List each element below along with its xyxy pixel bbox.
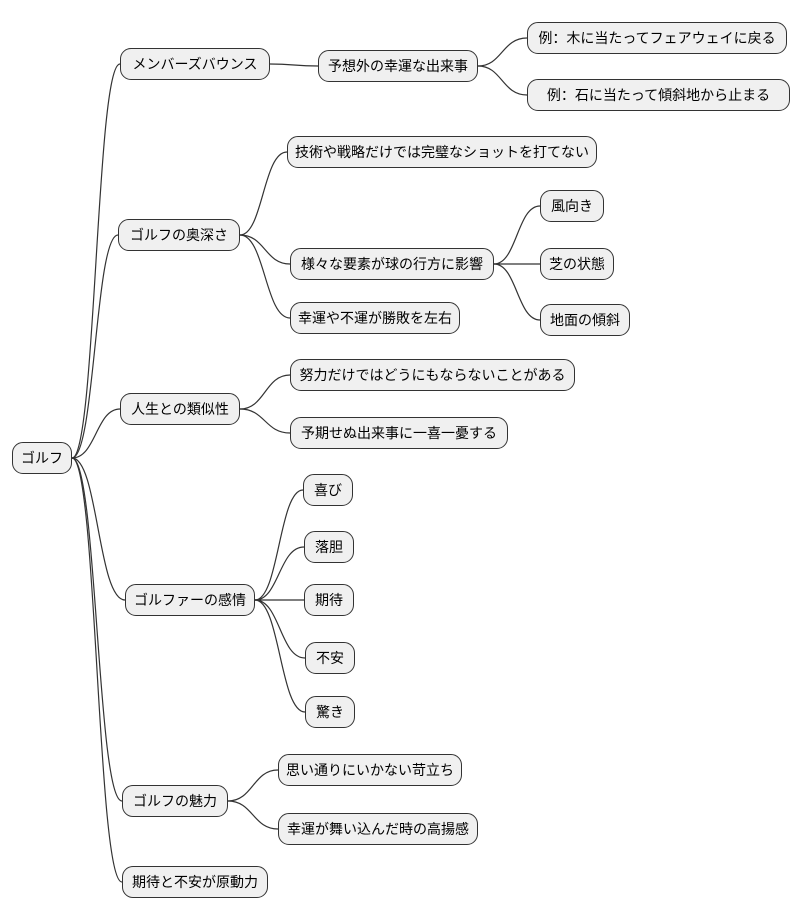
node-golf-charm: ゴルフの魅力	[122, 785, 228, 817]
edge-root-members-bounce	[71, 63, 121, 459]
node-life-similarity: 人生との類似性	[120, 393, 240, 425]
node-effort-not-enough: 努力だけではどうにもならないことがある	[290, 359, 575, 391]
edge-various-factors-wind	[493, 205, 541, 265]
node-unexpected-ups-downs: 予期せぬ出来事に一喜一憂する	[290, 417, 508, 449]
edge-root-golfer-emotions	[71, 457, 126, 601]
node-skill-strategy-limit: 技術や戦略だけでは完璧なショットを打てない	[287, 136, 597, 168]
edge-golf-charm-elation	[227, 800, 279, 830]
edge-root-life-similarity	[71, 408, 121, 459]
node-joy: 喜び	[303, 474, 353, 506]
edge-root-hope-anxiety-drive	[71, 457, 123, 883]
node-golf-depth: ゴルフの奥深さ	[118, 219, 240, 251]
edge-golfer-emotions-surprise	[254, 599, 306, 713]
node-wind-direction: 風向き	[540, 190, 604, 222]
edge-golfer-emotions-joy	[254, 489, 304, 601]
edge-root-golf-depth	[71, 234, 119, 459]
node-unexpected-lucky-event: 予想外の幸運な出来事	[318, 50, 478, 82]
node-root: ゴルフ	[12, 442, 72, 474]
edge-golf-depth-skill-strategy	[239, 151, 288, 236]
edge-golf-depth-luck-decides	[239, 234, 291, 319]
edge-golf-charm-frustration	[227, 769, 279, 802]
edge-life-similarity-effort	[239, 374, 291, 410]
edge-unexpected-lucky-ex-stone	[477, 65, 528, 96]
node-hope-anxiety-drive: 期待と不安が原動力	[122, 866, 268, 898]
node-anxiety: 不安	[305, 642, 355, 674]
edge-members-bounce-unexpected-lucky	[269, 63, 319, 67]
edge-golfer-emotions-anxiety	[254, 599, 306, 659]
edge-root-golf-charm	[71, 457, 123, 802]
node-disappointment: 落胆	[304, 531, 354, 563]
node-turf-condition: 芝の状態	[540, 248, 614, 280]
node-expectation: 期待	[304, 584, 354, 616]
edge-unexpected-lucky-ex-tree	[477, 37, 528, 67]
node-members-bounce: メンバーズバウンス	[120, 48, 270, 80]
node-example-stone-slope: 例：石に当たって傾斜地から止まる	[527, 79, 790, 111]
node-factors-affect-ball: 様々な要素が球の行方に影響	[290, 248, 494, 280]
node-elation: 幸運が舞い込んだ時の高揚感	[278, 813, 478, 845]
edge-golf-depth-various-factors	[239, 234, 291, 265]
node-frustration: 思い通りにいかない苛立ち	[278, 754, 462, 786]
node-golfer-emotions: ゴルファーの感情	[125, 584, 255, 616]
edge-life-similarity-unexpected-events	[239, 408, 291, 434]
node-surprise: 驚き	[305, 696, 355, 728]
edge-various-factors-slope	[493, 263, 541, 321]
node-luck-decides-outcome: 幸運や不運が勝敗を左右	[290, 302, 460, 334]
node-example-tree-fairway: 例：木に当たってフェアウェイに戻る	[527, 22, 787, 54]
node-ground-slope: 地面の傾斜	[540, 304, 630, 336]
edge-golfer-emotions-disappointment	[254, 546, 305, 601]
